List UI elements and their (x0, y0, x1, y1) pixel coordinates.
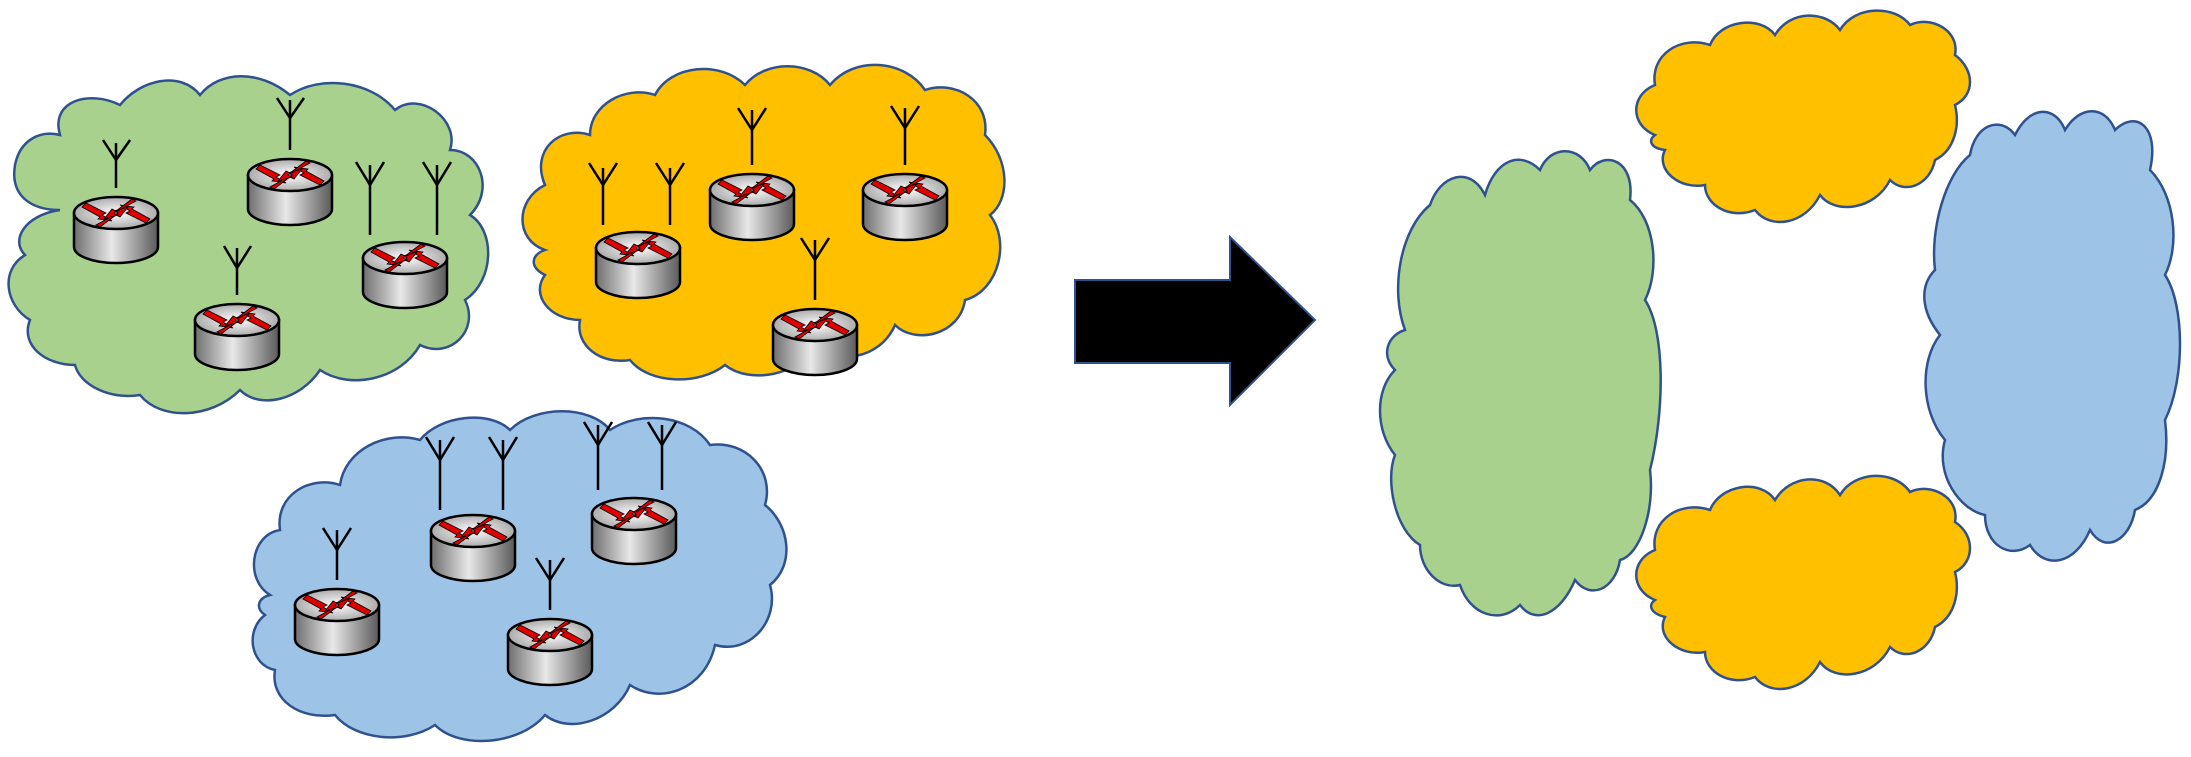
router-icon (246, 97, 334, 227)
router-icon (708, 107, 796, 242)
cluster-green (7, 75, 490, 415)
router-icon (861, 105, 949, 242)
antenna-icon (534, 557, 566, 610)
router-icon (587, 162, 686, 300)
right-arrow-icon (1074, 234, 1317, 408)
cloud-icon (1635, 474, 1972, 691)
router-icon (193, 245, 281, 372)
antenna-icon (222, 245, 253, 295)
cloud-icon (1923, 110, 2182, 562)
cluster-orange (521, 63, 1006, 381)
router-icon (72, 139, 160, 265)
antenna-icon (587, 162, 686, 225)
antenna-icon (582, 421, 678, 490)
router-icon (424, 436, 519, 583)
cloud-icon (7, 75, 490, 415)
router-icon (771, 237, 859, 377)
cloud-icon (251, 410, 788, 743)
router-icon (354, 161, 453, 310)
cloud-icon (1378, 150, 1662, 617)
router-icon (506, 557, 594, 687)
antenna-icon (101, 139, 132, 188)
antenna-icon (736, 107, 768, 165)
antenna-icon (424, 436, 519, 510)
antenna-icon (354, 161, 453, 235)
router-icon (582, 421, 678, 566)
antenna-icon (889, 105, 921, 165)
antenna-icon (799, 237, 831, 300)
antenna-icon (275, 97, 306, 150)
router-icon (293, 527, 381, 657)
cloud-icon (1635, 9, 1972, 224)
antenna-icon (321, 527, 353, 580)
cluster-blue (251, 410, 788, 743)
